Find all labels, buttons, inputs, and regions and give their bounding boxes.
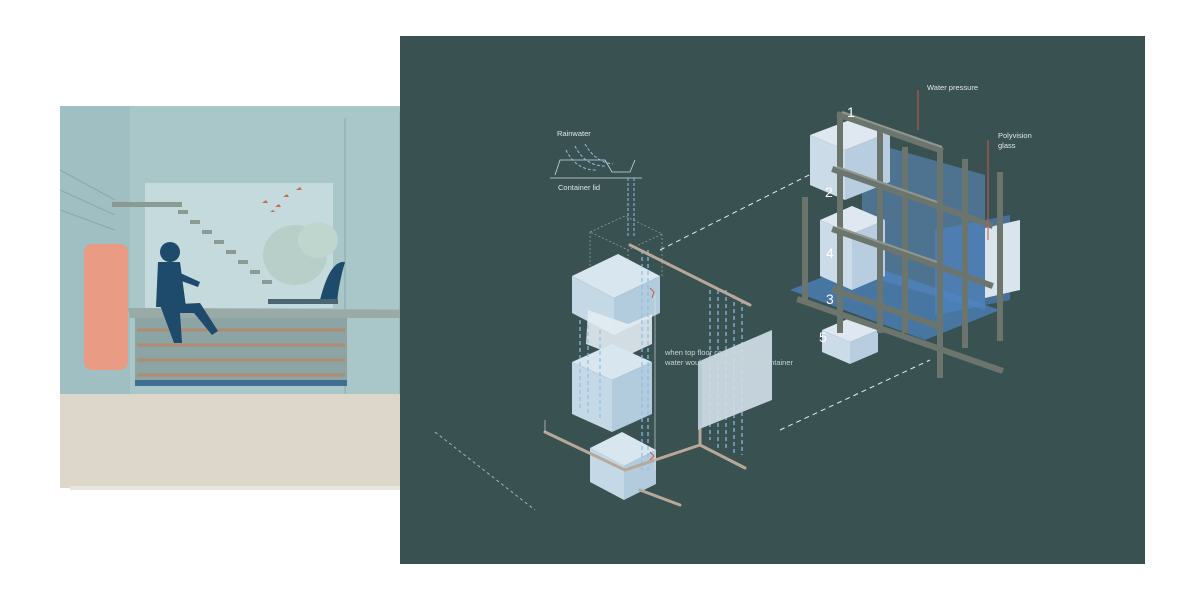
frame-number-5: 5: [819, 329, 827, 345]
sculpture-base: [268, 299, 338, 304]
projection-lines: [659, 171, 931, 431]
pipes: [543, 243, 752, 507]
wall-edge: [59, 169, 116, 201]
frame-number-3: 3: [826, 291, 834, 307]
ground-strip: [70, 486, 440, 490]
rainwater-label: Rainwater: [557, 129, 591, 138]
frame-number-1: 1: [847, 104, 855, 120]
valve-marks: [649, 287, 655, 461]
heater: [84, 244, 128, 370]
tree: [298, 222, 338, 258]
frame-number-2: 2: [825, 184, 833, 200]
container-lid-label: Container lid: [558, 183, 601, 192]
glass-panel-edge: [698, 360, 702, 430]
glass-panel: [702, 330, 772, 428]
water-pressure-label: Water pressure: [927, 83, 978, 92]
floor: [60, 394, 440, 488]
polyvision-label-line1: Polyvision: [998, 131, 1032, 140]
sculpture: [320, 261, 345, 302]
overflow-note-line2: water would go underground container: [665, 358, 794, 367]
platform: [128, 308, 482, 318]
staircase: [112, 202, 272, 284]
section-perspective: [59, 106, 482, 490]
pipe-thin: [544, 295, 656, 470]
overflow-note-line1: when top floor container full: [665, 348, 757, 357]
roof-sketch: [550, 159, 642, 179]
drawer-base: [135, 380, 347, 386]
person-figure: [156, 242, 218, 343]
wall-edge: [59, 209, 116, 231]
frame-structure: [790, 90, 1020, 378]
birds-icon: [262, 187, 302, 212]
wall-edge: [59, 189, 116, 216]
frame-number-4: 4: [826, 245, 834, 261]
rain-lines: [565, 143, 635, 238]
polyvision-label-line2: glass: [998, 141, 1016, 150]
diagram-panel: [400, 36, 1145, 564]
